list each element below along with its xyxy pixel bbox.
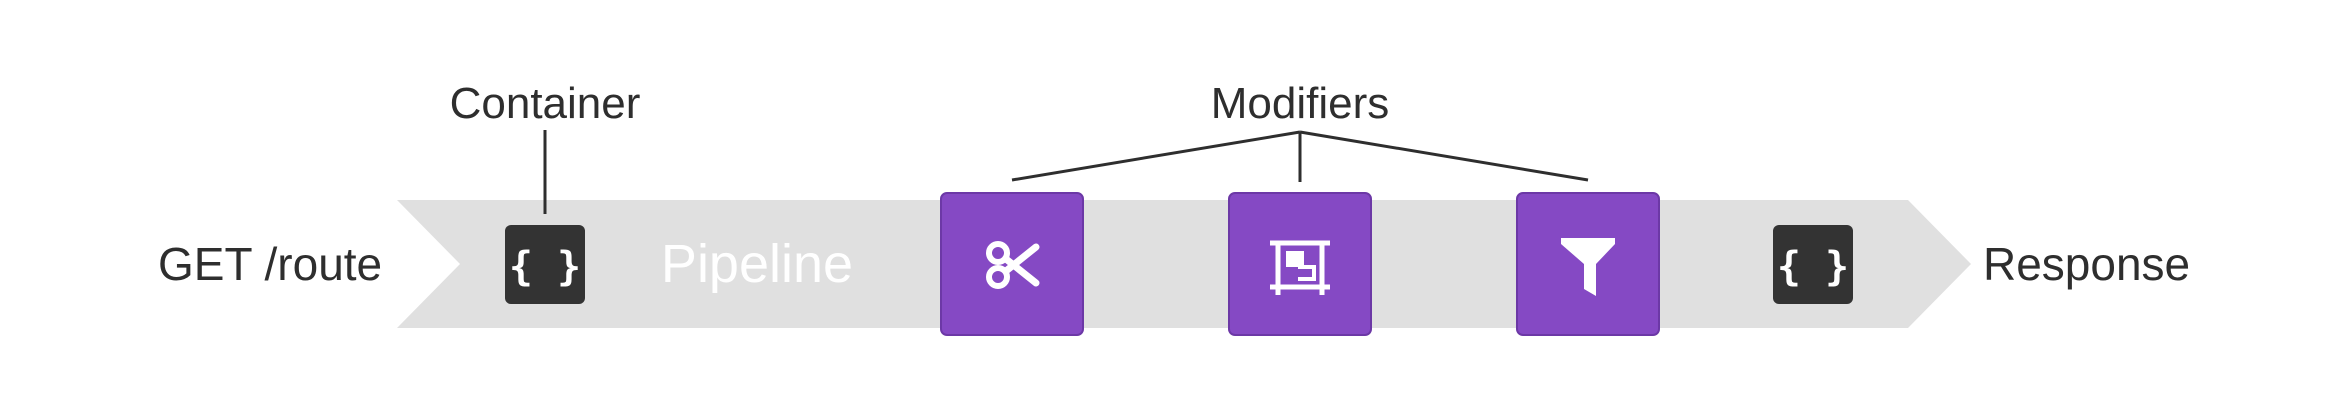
response-box: { } <box>1773 225 1853 304</box>
modifier-scissors <box>940 192 1084 336</box>
pipeline-label: Pipeline <box>661 234 853 294</box>
filter-icon <box>1561 238 1615 296</box>
pipeline-band <box>397 200 1971 328</box>
modifiers-bracket <box>1011 130 1589 182</box>
container-label: Container <box>450 79 641 128</box>
modifier-filter <box>1516 192 1660 336</box>
request-label: GET /route <box>158 238 382 290</box>
container-box: { } <box>505 225 585 304</box>
modifier-crop <box>1228 192 1372 336</box>
modifiers-label: Modifiers <box>1211 79 1390 128</box>
crop-icon <box>1270 240 1330 295</box>
response-label: Response <box>1983 238 2190 290</box>
curly-braces-icon: { } <box>509 244 581 290</box>
scissors-icon <box>986 241 1040 289</box>
curly-braces-icon: { } <box>1777 244 1849 290</box>
